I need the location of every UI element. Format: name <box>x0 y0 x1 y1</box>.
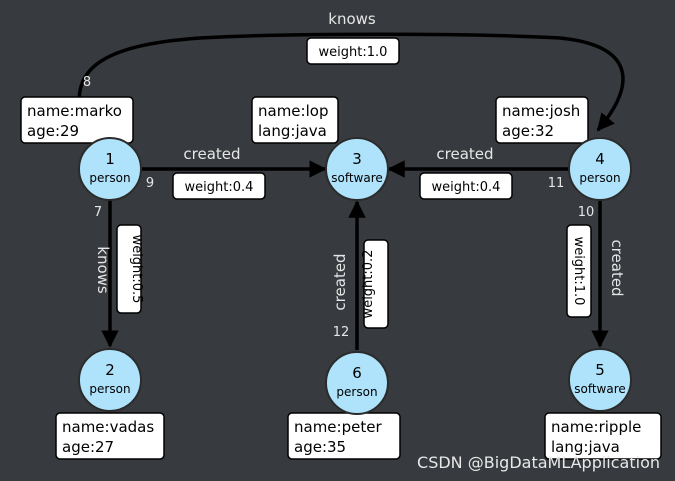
edge-11-weight: weight:0.4 <box>432 180 501 195</box>
vertex-6-type: person <box>336 385 377 399</box>
edge-labels: knows created created knows created crea… <box>94 10 626 311</box>
vertex-1-props: name:marko age:29 <box>20 96 134 144</box>
vertex-2-type: person <box>89 382 130 396</box>
edge-10-id: 10 <box>578 205 595 220</box>
property-boxes: name:marko age:29 name:lop lang:java nam… <box>20 96 662 460</box>
edge-11-label: created <box>436 145 493 163</box>
vertex-4-id: 4 <box>595 150 605 168</box>
edge-12-weight: weight:0.2 <box>361 250 376 319</box>
vertex-6-prop-age: age:35 <box>294 438 346 456</box>
vertex-4-prop-name: name:josh <box>502 102 580 120</box>
vertex-6[interactable]: 6 person <box>325 351 389 415</box>
vertex-1-type: person <box>89 171 130 185</box>
vertex-5-type: software <box>574 382 626 396</box>
vertex-5[interactable]: 5 software <box>568 348 632 412</box>
vertex-6-props: name:peter age:35 <box>287 412 401 460</box>
nodes: 1 person 3 software 4 person 2 person 6 … <box>78 137 632 415</box>
vertex-3-prop-name: name:lop <box>258 102 328 120</box>
vertex-2-props: name:vadas age:27 <box>55 412 165 460</box>
edge-9-label: created <box>183 145 240 163</box>
edge-7-label: knows <box>94 246 112 294</box>
vertex-4-props: name:josh age:32 <box>495 96 589 144</box>
vertex-5-id: 5 <box>595 361 605 379</box>
vertex-2[interactable]: 2 person <box>78 348 142 412</box>
edge-10-weight-box: weight:1.0 <box>566 224 592 318</box>
watermark: CSDN @BigDataMLApplication <box>417 453 660 472</box>
vertex-5-prop-lang: lang:java <box>551 438 620 456</box>
edge-8-weight: weight:1.0 <box>319 45 388 60</box>
vertex-3-prop-lang: lang:java <box>258 122 327 140</box>
edge-12-id: 12 <box>333 325 350 340</box>
edge-8-id: 8 <box>83 75 91 90</box>
vertex-3[interactable]: 3 software <box>325 137 389 201</box>
vertex-5-props: name:ripple lang:java <box>544 412 662 460</box>
vertex-6-id: 6 <box>352 364 362 382</box>
edge-10-weight: weight:1.0 <box>571 237 586 306</box>
edge-11-weight-box: weight:0.4 <box>419 172 513 200</box>
edge-7-weight-box: weight:0.5 <box>116 224 144 314</box>
edge-8-line <box>77 32 625 136</box>
edge-ids: 8 9 11 7 12 10 <box>83 75 594 340</box>
edge-8-label: knows <box>328 10 376 28</box>
vertex-1[interactable]: 1 person <box>78 137 142 201</box>
edge-12-label: created <box>331 253 349 310</box>
edge-7-id: 7 <box>94 205 102 220</box>
vertex-1-prop-age: age:29 <box>27 122 79 140</box>
vertex-3-id: 3 <box>352 150 362 168</box>
weight-boxes: weight:1.0 weight:0.4 weight:0.4 weight:… <box>116 37 592 329</box>
edge-9-weight: weight:0.4 <box>185 180 254 195</box>
vertex-3-props: name:lop lang:java <box>251 96 339 144</box>
vertex-1-id: 1 <box>105 150 115 168</box>
edge-7-weight: weight:0.5 <box>129 235 144 304</box>
vertex-6-prop-name: name:peter <box>294 418 382 436</box>
vertex-4-type: person <box>579 171 620 185</box>
vertex-5-prop-name: name:ripple <box>551 418 641 436</box>
edge-10-label: created <box>608 239 626 296</box>
edge-8-weight-box: weight:1.0 <box>306 37 400 65</box>
edges <box>77 32 625 350</box>
vertex-4-prop-age: age:32 <box>502 122 554 140</box>
edge-11-id: 11 <box>548 176 565 191</box>
vertex-4[interactable]: 4 person <box>568 137 632 201</box>
edge-12-weight-box: weight:0.2 <box>361 239 389 329</box>
vertex-3-type: software <box>331 171 383 185</box>
vertex-1-prop-name: name:marko <box>27 102 122 120</box>
edge-9-weight-box: weight:0.4 <box>172 172 266 200</box>
vertex-2-prop-age: age:27 <box>62 438 114 456</box>
vertex-2-prop-name: name:vadas <box>62 418 154 436</box>
vertex-2-id: 2 <box>105 361 115 379</box>
edge-9-id: 9 <box>146 176 154 191</box>
